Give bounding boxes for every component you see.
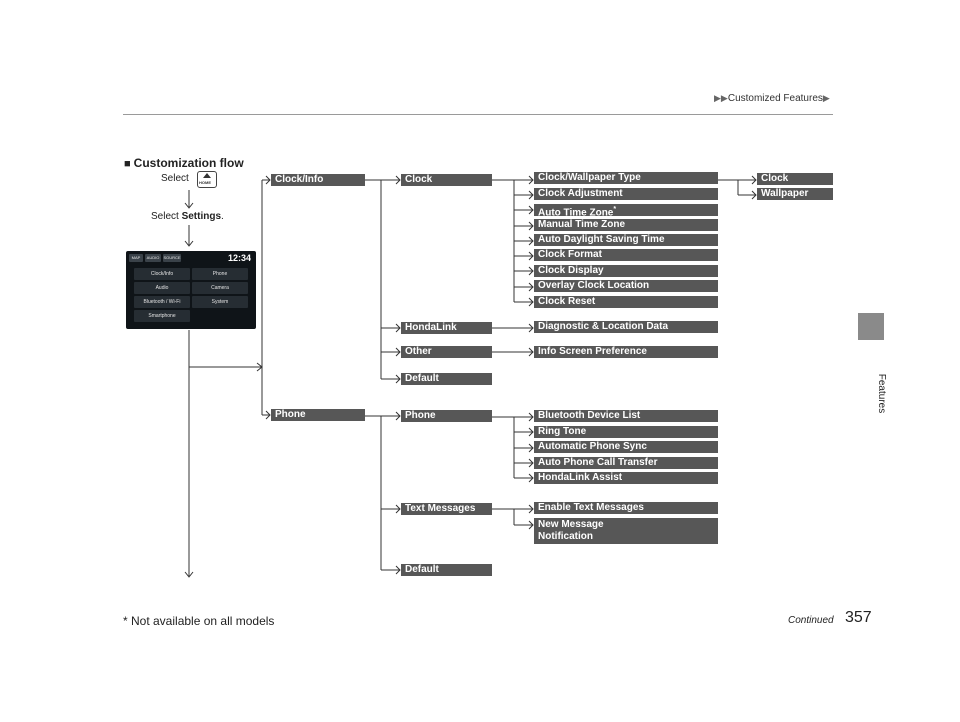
step-select-settings: Select Settings. <box>151 211 224 222</box>
menu-clock-display: Clock Display <box>534 265 718 277</box>
screen-tab-audio: AUDIO <box>145 254 161 262</box>
header-rule <box>123 114 833 115</box>
step-select-home: Select <box>161 173 189 184</box>
footnote: * Not available on all models <box>123 614 275 628</box>
menu-phone-sub: Phone <box>401 410 492 422</box>
menu-clock: Clock <box>401 174 492 186</box>
menu-phone: Phone <box>271 409 365 421</box>
breadcrumb-arrow-icon: ▶▶ <box>714 93 728 103</box>
menu-diagnostic-location-data: Diagnostic & Location Data <box>534 321 718 333</box>
auto-time-zone-label: Auto Time Zone <box>538 207 614 216</box>
screen-btn-audio: Audio <box>134 282 190 294</box>
screen-topbar: MAP AUDIO SOURCE 12:34 <box>129 253 253 264</box>
screen-btn-system: System <box>192 296 248 308</box>
menu-hondalink-assist: HondaLink Assist <box>534 472 718 484</box>
step-select2-text: Select <box>151 211 179 222</box>
menu-new-message-notification: New Message Notification <box>534 518 718 544</box>
screen-tab-source: SOURCE <box>163 254 181 262</box>
menu-bluetooth-device-list: Bluetooth Device List <box>534 410 718 422</box>
menu-clock-reset: Clock Reset <box>534 296 718 308</box>
menu-clock-option: Clock <box>757 173 833 185</box>
screen-btn-camera: Camera <box>192 282 248 294</box>
screen-clock: 12:34 <box>227 253 251 263</box>
home-button-icon <box>197 171 217 188</box>
menu-clock-adjustment: Clock Adjustment <box>534 188 718 200</box>
screen-btn-smartphone: Smartphone <box>134 310 190 322</box>
menu-clock-format: Clock Format <box>534 249 718 261</box>
menu-auto-dst: Auto Daylight Saving Time <box>534 234 718 246</box>
menu-default-clock-info: Default <box>401 373 492 385</box>
side-tab <box>858 313 884 340</box>
settings-label: Settings <box>181 211 222 222</box>
screen-btn-phone: Phone <box>192 268 248 280</box>
breadcrumb: ▶▶Customized Features▶ <box>714 93 830 104</box>
menu-auto-time-zone: Auto Time Zone* <box>534 204 718 216</box>
menu-overlay-clock-location: Overlay Clock Location <box>534 280 718 292</box>
menu-clock-info: Clock/Info <box>271 174 365 186</box>
home-screen-thumbnail: MAP AUDIO SOURCE 12:34 Clock/Info Phone … <box>126 251 256 329</box>
menu-ring-tone: Ring Tone <box>534 426 718 438</box>
breadcrumb-arrow-icon: ▶ <box>822 93 830 103</box>
menu-automatic-phone-sync: Automatic Phone Sync <box>534 441 718 453</box>
menu-other: Other <box>401 346 492 358</box>
menu-auto-phone-call-transfer: Auto Phone Call Transfer <box>534 457 718 469</box>
menu-manual-time-zone: Manual Time Zone <box>534 219 718 231</box>
step-select2-suffix: . <box>221 211 224 222</box>
breadcrumb-text: Customized Features <box>727 93 823 104</box>
continued-label: Continued <box>788 615 834 626</box>
menu-enable-text-messages: Enable Text Messages <box>534 502 718 514</box>
screen-btn-bluetooth: Bluetooth / Wi-Fi <box>134 296 190 308</box>
menu-hondalink: HondaLink <box>401 322 492 334</box>
screen-btn-clock-info: Clock/Info <box>134 268 190 280</box>
square-bullet-icon: ■ <box>124 158 131 170</box>
menu-info-screen-preference: Info Screen Preference <box>534 346 718 358</box>
section-title: ■Customization flow <box>124 156 244 170</box>
menu-default-phone: Default <box>401 564 492 576</box>
step-select-text: Select <box>161 173 189 184</box>
page-number: 357 <box>845 609 872 626</box>
menu-text-messages: Text Messages <box>401 503 492 515</box>
new-message-line2: Notification <box>538 531 593 542</box>
footnote-mark: * <box>613 206 617 213</box>
section-title-text: Customization flow <box>133 156 244 170</box>
screen-tab-map: MAP <box>129 254 143 262</box>
new-message-line1: New Message <box>538 519 604 530</box>
menu-clock-wallpaper-type: Clock/Wallpaper Type <box>534 172 718 184</box>
menu-wallpaper-option: Wallpaper <box>757 188 833 200</box>
